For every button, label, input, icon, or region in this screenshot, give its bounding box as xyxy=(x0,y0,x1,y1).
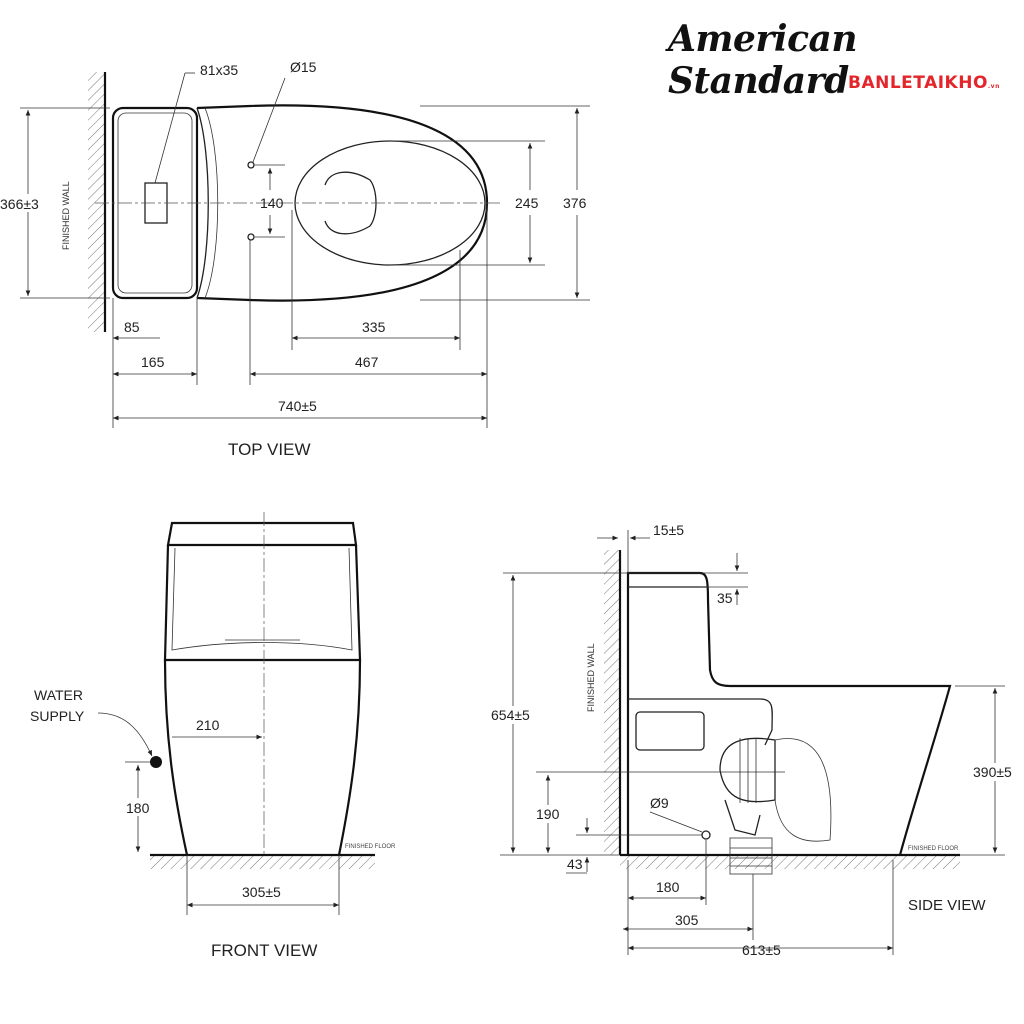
dim-335: 335 xyxy=(362,319,386,335)
drain-outlet xyxy=(729,837,773,875)
finished-floor-label: FINISHED FLOOR xyxy=(345,844,396,850)
dim-hole-spacing: 140 xyxy=(260,195,284,211)
water-supply-label-1: WATER xyxy=(34,687,83,703)
tank-lid xyxy=(166,521,358,547)
mount-hole xyxy=(247,161,255,169)
top-view: FINISHED WALL 366±3 81x35 Ø15 140 245 37… xyxy=(0,59,590,459)
top-view-title: TOP VIEW xyxy=(228,440,311,459)
dealer-name: BANLETAIKHO xyxy=(848,73,988,93)
dim-depth: 613±5 xyxy=(742,942,781,958)
dealer-suffix: .vn xyxy=(987,83,1000,90)
pipe-hole xyxy=(701,830,711,840)
dim-seat-height: 390±5 xyxy=(973,764,1012,780)
dim-210: 210 xyxy=(196,717,220,733)
side-view: FINISHED WALL FINISHED FLOOR 15±5 35 654… xyxy=(490,522,1018,958)
dim-gap: 15±5 xyxy=(653,522,684,538)
finished-wall-label: FINISHED WALL xyxy=(61,181,71,250)
finished-wall-label: FINISHED WALL xyxy=(586,643,596,712)
mount-hole xyxy=(247,233,255,241)
dim-overall-width: 376 xyxy=(563,195,587,211)
dim-180: 180 xyxy=(656,879,680,895)
finished-floor-label: FINISHED FLOOR xyxy=(908,846,959,852)
side-view-title: SIDE VIEW xyxy=(908,897,986,914)
front-view-title: FRONT VIEW xyxy=(211,941,317,960)
dim-height: 654±5 xyxy=(491,707,530,723)
brand-logo: American Standard xyxy=(668,18,858,102)
dim-467: 467 xyxy=(355,354,379,370)
dim-base-width: 305±5 xyxy=(242,884,281,900)
water-supply-label-2: SUPPLY xyxy=(30,708,85,724)
inlet-valve-box xyxy=(635,711,705,751)
tank-body xyxy=(163,544,362,662)
dim-tank-width: 366±3 xyxy=(0,196,39,212)
dim-305: 305 xyxy=(675,912,699,928)
dim-hole: Ø15 xyxy=(290,59,317,75)
dealer-logo: BANLETAIKHO.vn xyxy=(848,73,1000,93)
toilet-profile xyxy=(626,571,952,856)
dim-43: 43 xyxy=(567,856,583,872)
dim-lid: 35 xyxy=(717,590,733,606)
pedestal xyxy=(163,659,362,856)
dim-seat-width: 245 xyxy=(515,195,539,211)
wall-hatch xyxy=(88,72,105,332)
dim-pipe: Ø9 xyxy=(650,795,669,811)
dim-190: 190 xyxy=(536,806,560,822)
trapway xyxy=(719,737,776,803)
water-supply-point xyxy=(150,756,162,768)
dim-button: 81x35 xyxy=(200,62,238,78)
front-view: 210 WATER SUPPLY 180 FINISHED FLOOR 305±… xyxy=(30,512,396,960)
dim-165: 165 xyxy=(141,354,165,370)
dim-180: 180 xyxy=(126,800,150,816)
dim-length: 740±5 xyxy=(278,398,317,414)
dim-85: 85 xyxy=(124,319,140,335)
